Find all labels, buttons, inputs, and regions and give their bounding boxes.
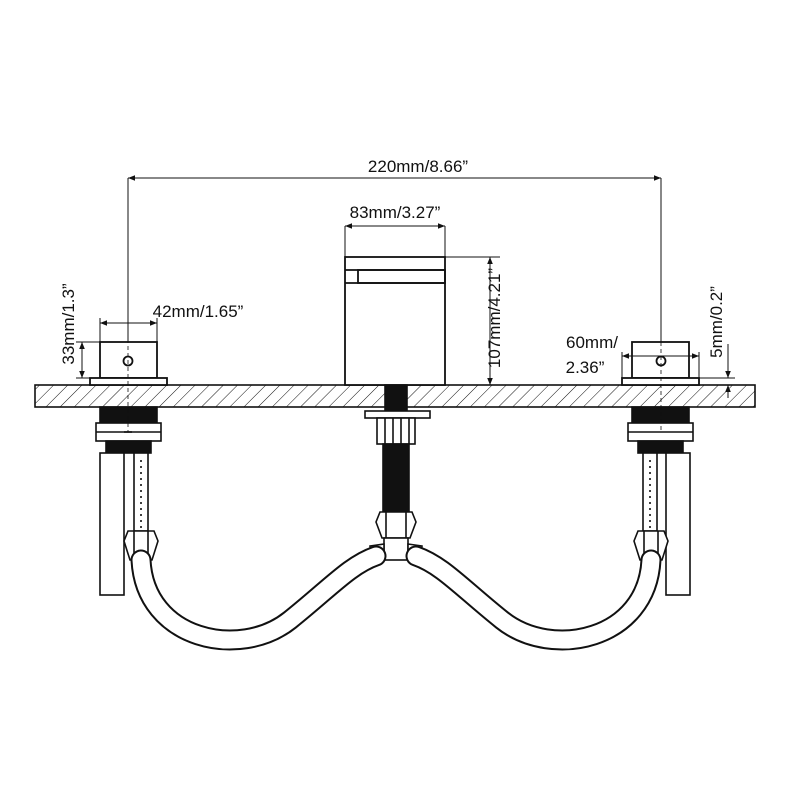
spout-nut bbox=[375, 511, 417, 539]
overall-spread-label: 220mm/8.66” bbox=[368, 157, 468, 176]
flange-diameter-label-line2: 2.36” bbox=[566, 358, 605, 377]
right-hose bbox=[405, 545, 662, 651]
left-valve-body bbox=[95, 406, 162, 454]
left-hose bbox=[130, 545, 387, 651]
flange-thickness-label: 5mm/0.2” bbox=[707, 286, 726, 358]
right-valve-body bbox=[627, 406, 694, 454]
spout-height-label: 107mm/4.21” bbox=[485, 268, 504, 368]
flange-diameter-label-line1: 60mm/ bbox=[566, 333, 618, 352]
handle-width-label: 42mm/1.65” bbox=[153, 302, 244, 321]
left-handle bbox=[89, 341, 168, 386]
left-hose-nut bbox=[123, 530, 159, 561]
spout-width-label: 83mm/3.27” bbox=[350, 203, 441, 222]
centerlines bbox=[127, 325, 662, 432]
handle-height-label: 33mm/1.3” bbox=[59, 283, 78, 365]
dimension-lines bbox=[76, 175, 735, 398]
spout bbox=[344, 256, 446, 386]
right-handle bbox=[621, 341, 700, 386]
spout-shank bbox=[364, 384, 431, 513]
left-supply-tube bbox=[99, 452, 149, 596]
